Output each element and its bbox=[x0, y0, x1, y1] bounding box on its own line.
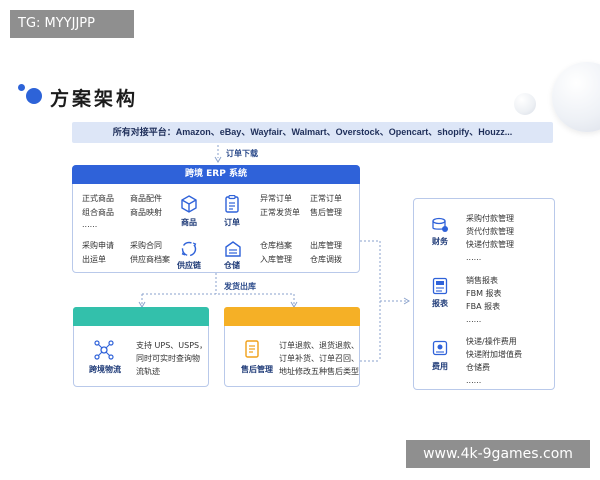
finance-label: 财务 bbox=[432, 237, 448, 246]
network-icon bbox=[93, 339, 115, 361]
logistics-line: 流轨迹 bbox=[136, 367, 160, 376]
erp-title: 跨境 ERP 系统 bbox=[72, 165, 360, 184]
logistics-line: 同时可实时查询物 bbox=[136, 354, 200, 363]
erp-item: 正常发货单 bbox=[260, 208, 300, 217]
report-item: 销售报表 bbox=[466, 276, 498, 285]
erp-item: 仓库调拨 bbox=[310, 255, 342, 264]
finance-item: 快递付款管理 bbox=[466, 240, 514, 249]
decorative-sphere-small bbox=[514, 93, 536, 115]
order-download-label: 订单下载 bbox=[226, 149, 258, 158]
fee-item: ...... bbox=[466, 376, 482, 385]
watermark-bottom: www.4k-9games.com bbox=[406, 440, 590, 468]
order-download-arrow bbox=[213, 145, 223, 163]
erp-item: 仓库档案 bbox=[260, 241, 292, 250]
aftersales-line: 地址修改五种售后类型 bbox=[279, 367, 359, 376]
aftersales-header bbox=[224, 307, 360, 326]
warehouse-icon bbox=[224, 240, 242, 258]
erp-item: 商品配件 bbox=[130, 194, 162, 203]
erp-item: 采购合同 bbox=[130, 241, 162, 250]
erp-item: 商品映射 bbox=[130, 208, 162, 217]
logistics-line: 支持 UPS、USPS， bbox=[136, 341, 208, 350]
erp-item: 出运单 bbox=[82, 255, 106, 264]
erp-item: 出库管理 bbox=[310, 241, 342, 250]
document-edit-icon bbox=[244, 339, 262, 359]
erp-item: 异常订单 bbox=[260, 194, 292, 203]
aftersales-line: 订单补货、订单召回、 bbox=[279, 354, 359, 363]
report-item: ...... bbox=[466, 315, 482, 324]
report-item: FBM 报表 bbox=[466, 289, 502, 298]
erp-item: 入库管理 bbox=[260, 255, 292, 264]
finance-item: ...... bbox=[466, 253, 482, 262]
product-label: 商品 bbox=[181, 218, 197, 227]
erp-item: 正常订单 bbox=[310, 194, 342, 203]
supply-chain-label: 供应链 bbox=[177, 261, 201, 270]
finance-icon bbox=[431, 217, 449, 233]
warehouse-label: 仓储 bbox=[224, 261, 240, 270]
product-icon bbox=[180, 195, 198, 213]
finance-item: 采购付款管理 bbox=[466, 214, 514, 223]
connector-lines bbox=[60, 236, 420, 386]
erp-item: 售后管理 bbox=[310, 208, 342, 217]
fee-icon bbox=[432, 340, 448, 356]
aftersales-label: 售后管理 bbox=[241, 365, 273, 374]
finance-item: 货代付款管理 bbox=[466, 227, 514, 236]
erp-item: 采购申请 bbox=[82, 241, 114, 250]
report-icon bbox=[432, 277, 448, 295]
order-label: 订单 bbox=[224, 218, 240, 227]
report-label: 报表 bbox=[432, 299, 448, 308]
logistics-label: 跨境物流 bbox=[89, 365, 121, 374]
logistics-header bbox=[73, 307, 209, 326]
supply-chain-icon bbox=[180, 240, 198, 258]
title-dot-small bbox=[18, 84, 25, 91]
watermark-top: TG: MYYJJPP bbox=[10, 10, 134, 38]
aftersales-line: 订单退款、退货退款、 bbox=[279, 341, 359, 350]
erp-item: 正式商品 bbox=[82, 194, 114, 203]
erp-item: 供应商档案 bbox=[130, 255, 170, 264]
platforms-bar: 所有对接平台：Amazon、eBay、Wayfair、Walmart、Overs… bbox=[72, 122, 553, 143]
fee-item: 快递/操作费用 bbox=[466, 337, 517, 346]
report-item: FBA 报表 bbox=[466, 302, 501, 311]
fee-label: 费用 bbox=[432, 362, 448, 371]
fee-item: 快递附加增值费 bbox=[466, 350, 522, 359]
fee-item: 仓储费 bbox=[466, 363, 490, 372]
erp-item: ...... bbox=[82, 220, 98, 229]
ship-out-label: 发货出库 bbox=[224, 282, 256, 291]
erp-item: 组合商品 bbox=[82, 208, 114, 217]
order-icon bbox=[224, 195, 240, 213]
decorative-sphere-large bbox=[552, 62, 600, 132]
title-dot bbox=[26, 88, 42, 104]
page-title: 方案架构 bbox=[50, 88, 139, 110]
